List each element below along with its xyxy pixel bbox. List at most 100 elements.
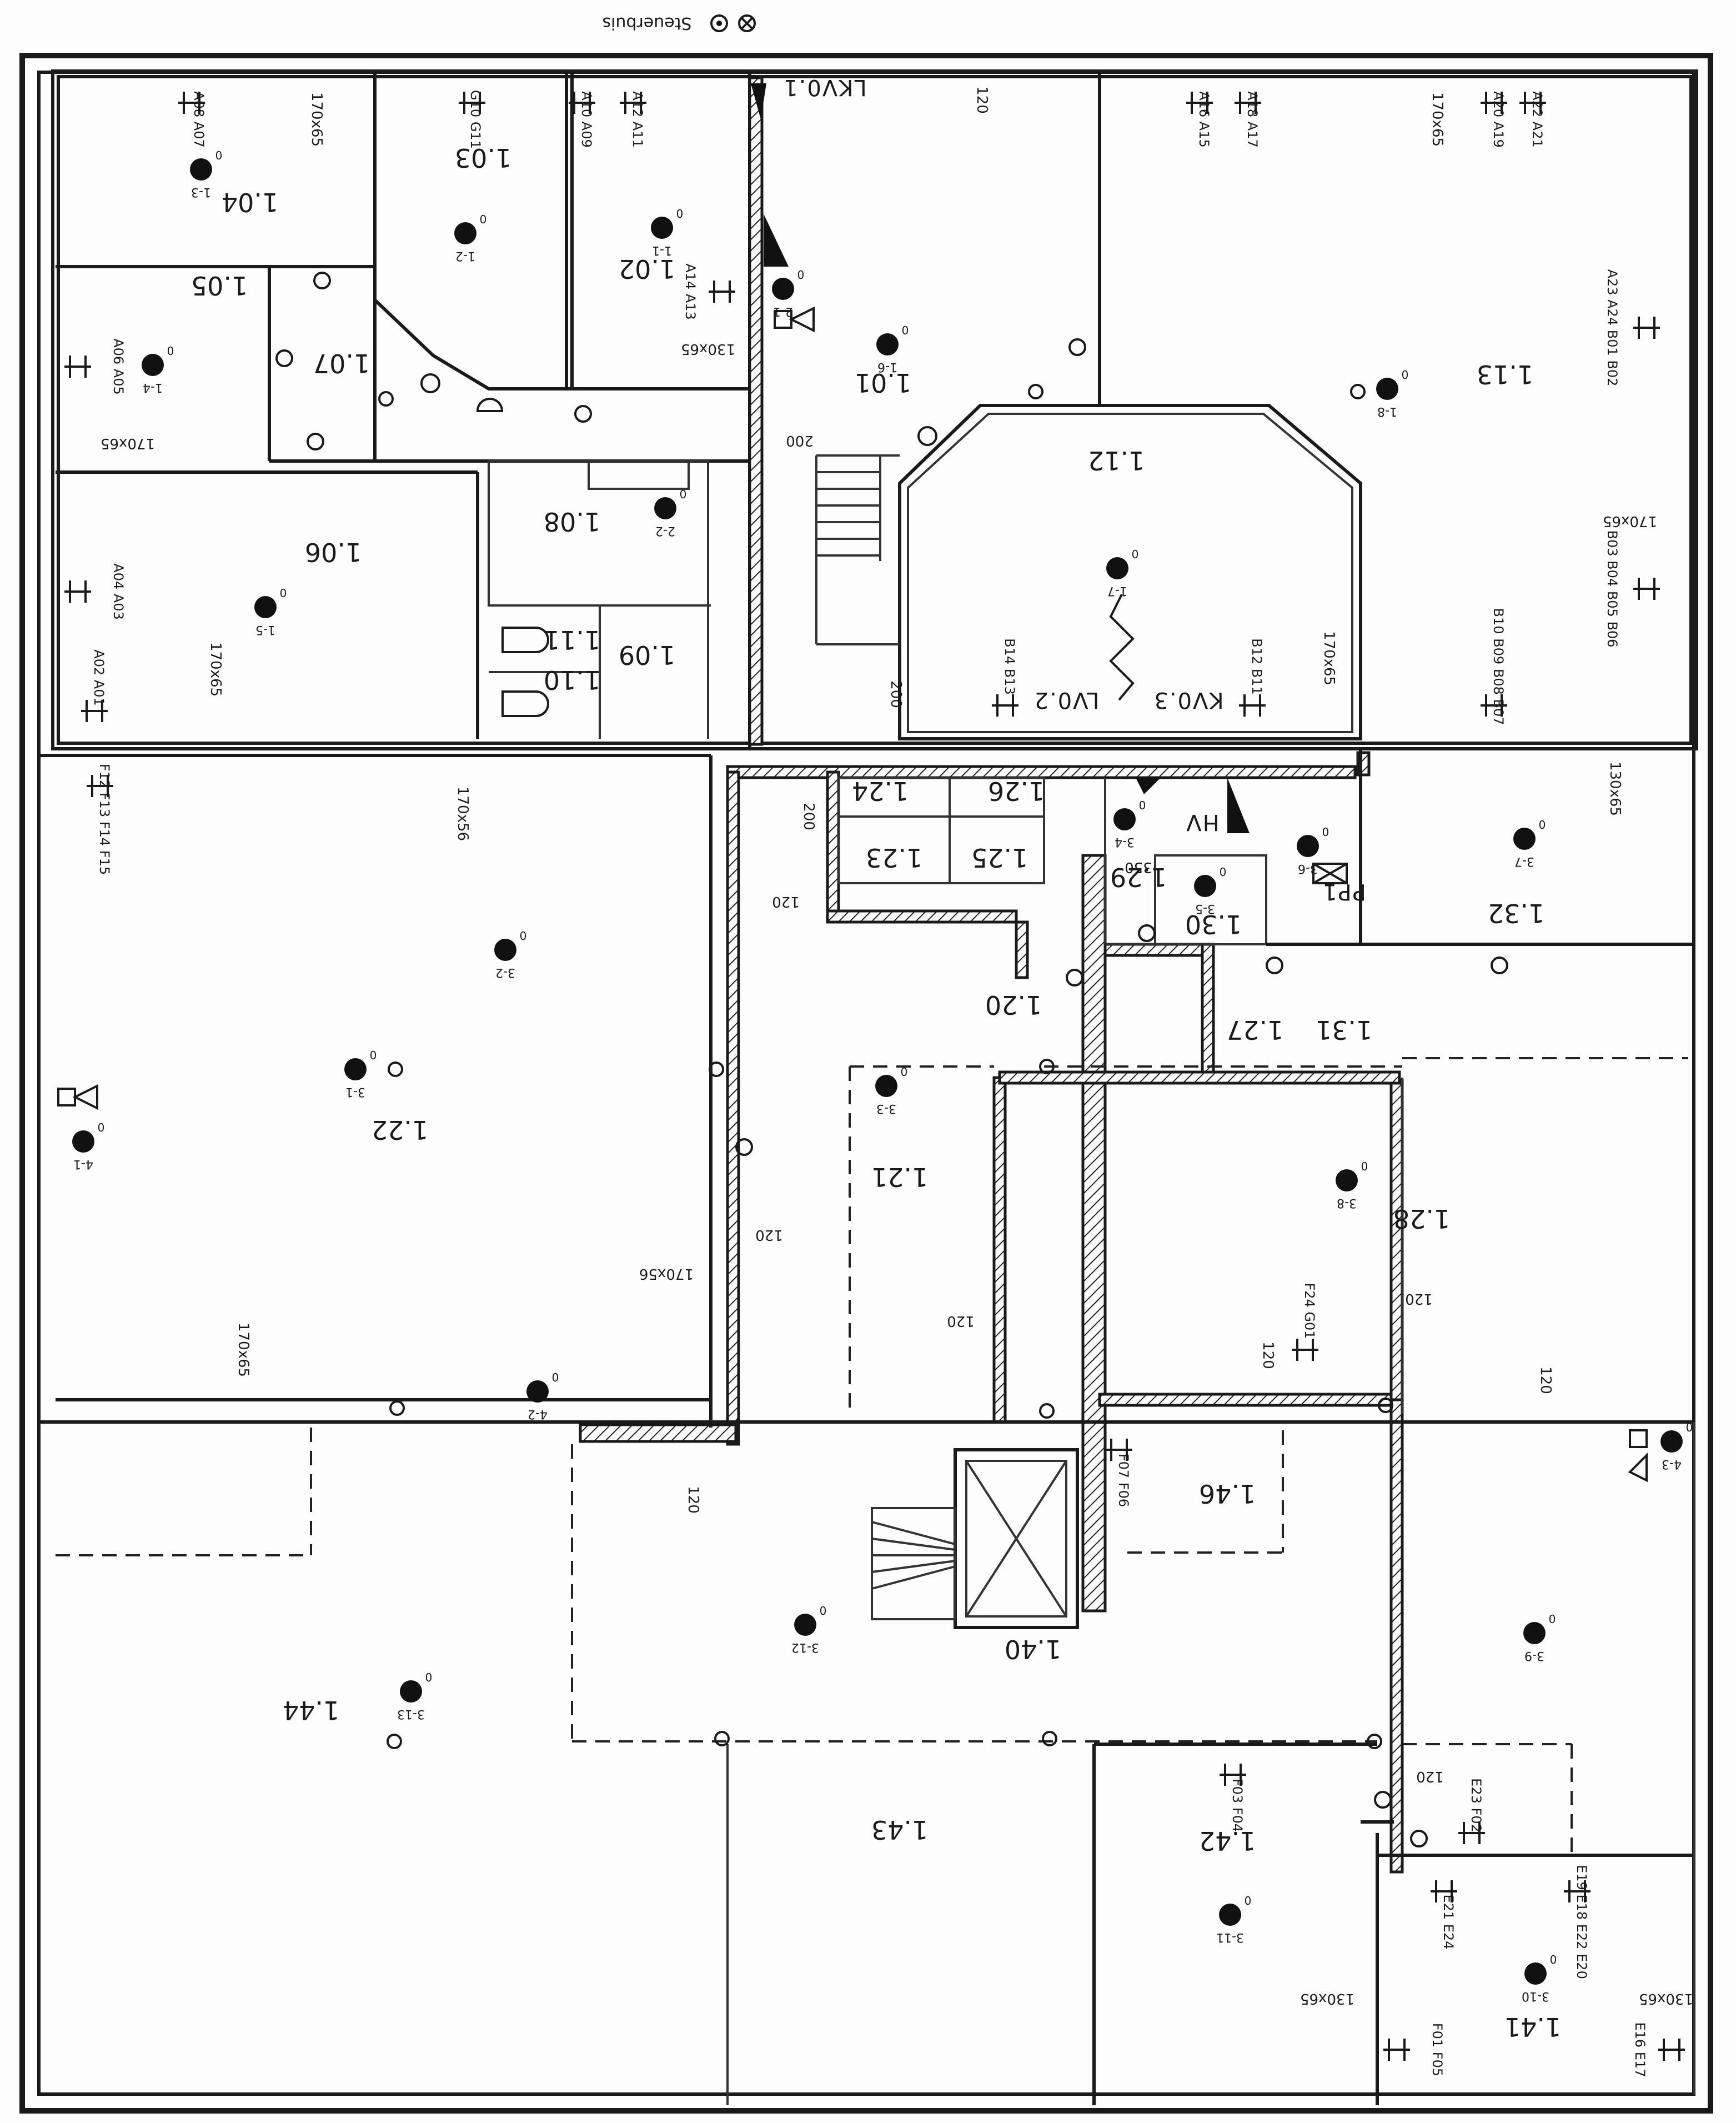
wall-light-icon [388,1062,403,1077]
room-label-1.28: 1.28 [1393,1204,1450,1234]
socket-icon [1633,317,1660,339]
room-label-1.06: 1.06 [305,537,362,567]
sensor-1-2: 1-20 [454,213,486,263]
dimension-label: 120 [1405,1290,1433,1307]
sensor-zero: 0 [280,587,287,600]
sensor-3-12: 3-120 [791,1604,826,1654]
sensor-dot-icon [1376,378,1398,400]
junction-icon [313,272,331,289]
sensor-zero: 0 [1402,368,1409,382]
outlet-codes: F24 G01 [1302,1283,1317,1339]
dimension-label: 130x65 [1639,1990,1693,2007]
dimension-label: 130x65 [1300,1990,1354,2007]
socket-icon [64,580,91,603]
junction-icon [574,405,592,423]
socket-icon [1658,2039,1685,2061]
sensor-zero: 0 [1132,548,1139,561]
outlet-codes: A04 A03 [111,563,126,620]
sensor-zero: 0 [480,213,487,226]
dimension-label: 170x65 [207,642,224,697]
outlet-group: A14 A13 [683,263,735,320]
sensor-id: 3-3 [876,1101,896,1115]
room-label-1.12: 1.12 [1088,445,1145,475]
outlet-codes: B12 B11 [1249,638,1265,695]
dimension-label: 170x65 [235,1323,252,1377]
ceiling-light-icon [917,426,937,446]
dimension-label: 170x65 [1321,631,1337,685]
sensor-id: 3-10 [1522,1989,1549,2003]
sensor-zero: 0 [797,268,805,282]
sensor-dot-icon [876,333,899,355]
outlet-codes: F07 F06 [1116,1454,1131,1507]
toilet-icon [501,690,549,717]
room-label-1.46: 1.46 [1199,1479,1256,1509]
sensor-id: 3-13 [397,1707,425,1721]
dimension-label: 120 [974,86,990,114]
room-label-1.13: 1.13 [1477,359,1533,389]
dimension-label: 200 [786,432,814,449]
north-block-walls [56,72,1362,750]
outlet-group: A02 A01 [81,649,108,722]
sensor-zero: 0 [680,488,687,501]
sensor-id: 3-7 [1514,854,1534,868]
sensor-3-6: 3-60 [1297,825,1329,875]
zigzag-flue-icon [1109,594,1135,701]
outlet-group: B14 B13 [992,638,1018,717]
sensor-3-10: 3-100 [1522,1953,1557,2003]
outlet-group: E19 E18 E22 E20 [1564,1865,1591,1979]
sensor-zero: 0 [902,324,909,337]
room-label-1.03: 1.03 [455,143,511,173]
wall-light-icon [1378,1398,1393,1413]
speaker-icon [774,306,815,333]
room-label-1.27: 1.27 [1227,1015,1283,1045]
outlet-group: A18 A17 [1235,91,1261,148]
sensor-dot-icon [1106,557,1128,579]
room-label-1.31: 1.31 [1316,1015,1372,1045]
sensor-dot-icon [1297,835,1319,857]
sensor-dot-icon [1524,1962,1547,1985]
sensor-zero: 0 [425,1671,433,1684]
socket-icon [1220,1764,1246,1786]
sensor-1-1: 1-10 [651,207,683,257]
socket-icon [1481,92,1507,114]
sensor-id: 2-1 [773,304,793,318]
sensor-id: 3-9 [1524,1649,1544,1663]
outlet-codes: E16 E17 [1632,2022,1648,2077]
sensor-4-3: 4-30 [1660,1421,1693,1471]
wall-light-icon [1367,1734,1382,1749]
sensor-3-3: 3-30 [875,1065,907,1115]
dimension-label: 120 [685,1486,701,1514]
sensor-dot-icon [142,354,164,376]
sensor-zero: 0 [1245,1894,1252,1907]
dimension-label: 170x65 [308,92,325,147]
dimension-label: 170x65 [1603,513,1657,529]
sensor-3-7: 3-70 [1513,818,1546,868]
outlet-group: E16 E17 [1632,2022,1685,2077]
sensor-3-13: 3-13 0 [397,1671,432,1721]
sensor-id: 1-6 [877,360,897,374]
socket-icon [992,694,1018,717]
sensor-1-7: 1-70 [1106,548,1138,598]
sensor-3-9: 3-90 [1523,1613,1556,1663]
dimension-label: 120 [1537,1366,1554,1394]
sensor-3-5: 3-50 [1194,865,1226,915]
socket-icon [1235,92,1261,114]
outlet-codes: G10 G11 [468,90,483,149]
outlet-group: B03 B04 B05 B06 [1604,530,1660,648]
outlet-group: E21 E24 [1431,1880,1457,1950]
sensor-1-5: 1-5 0 [254,587,287,637]
sensor-id: 1-5 [255,623,275,637]
fixtures [57,83,1648,1847]
outer-walls [19,53,1713,2114]
south-stairs [871,1507,956,1620]
outlet-group: F12 F13 F14 F15 [87,764,113,875]
outlet-codes: F01 F05 [1429,2023,1445,2076]
wall-light-icon [1042,1731,1057,1746]
sensor-3-8: 3-80 [1336,1160,1368,1210]
toilet-icon [501,627,549,653]
socket-icon [1106,1439,1132,1461]
room-label-1.41: 1.41 [1504,2012,1561,2042]
dimension-label: 120 [1416,1768,1444,1785]
room-label-1.11: 1.11 [544,625,600,655]
outlet-codes: B03 B04 B05 B06 [1604,530,1620,648]
